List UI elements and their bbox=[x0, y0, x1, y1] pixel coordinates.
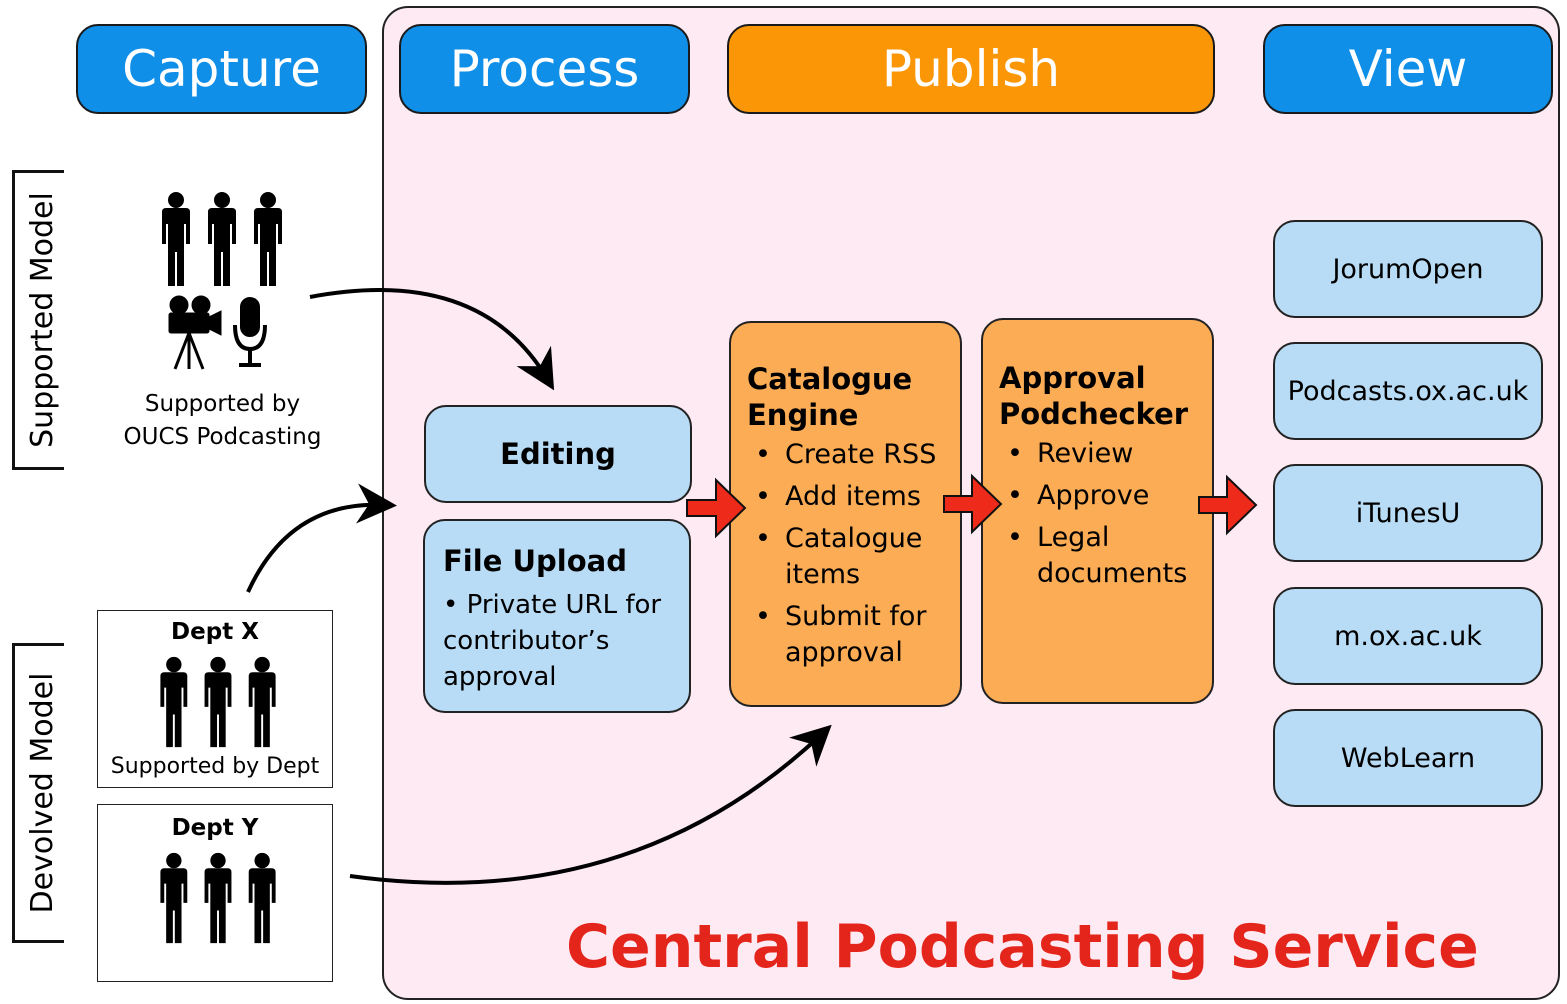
dept-x-caption: Supported by Dept bbox=[110, 754, 320, 779]
dept-y-box: Dept Y bbox=[97, 804, 333, 982]
approval-item: Legal documents bbox=[999, 520, 1202, 592]
dept-y-people-icon bbox=[160, 852, 276, 944]
approval-list: Review Approve Legal documents bbox=[999, 436, 1202, 592]
approval-title-line1: Approval bbox=[999, 361, 1146, 395]
devolved-model-bracket bbox=[12, 643, 64, 943]
editing-title: Editing bbox=[500, 437, 616, 471]
dept-x-title: Dept X bbox=[171, 619, 259, 645]
file-upload-title: File Upload bbox=[443, 544, 627, 578]
red-arrow-icon bbox=[686, 477, 747, 539]
catalogue-title-line1: Catalogue bbox=[747, 362, 913, 396]
supported-caption-line2: OUCS Podcasting bbox=[123, 424, 322, 450]
person-icon bbox=[208, 192, 236, 286]
editing-box: Editing bbox=[424, 405, 692, 503]
dept-x-people-icon bbox=[160, 656, 276, 748]
catalogue-title-line2: Engine bbox=[747, 398, 859, 432]
approval-item: Approve bbox=[999, 478, 1202, 514]
supported-model-bracket bbox=[12, 170, 64, 470]
catalogue-item: Create RSS bbox=[747, 437, 950, 473]
person-icon bbox=[254, 192, 282, 286]
approval-podchecker-box: Approval Podchecker Review Approve Legal… bbox=[981, 318, 1214, 704]
dept-x-box: Dept X Supported by Dept bbox=[97, 610, 333, 788]
curved-arrow-icon bbox=[246, 483, 397, 593]
file-upload-bullet: • Private URL for contributor’s approval bbox=[443, 590, 662, 692]
view-item-jorumopen: JorumOpen bbox=[1273, 220, 1543, 318]
view-item-podcasts: Podcasts.ox.ac.uk bbox=[1273, 342, 1543, 440]
header-view: View bbox=[1263, 24, 1553, 114]
approval-item: Review bbox=[999, 436, 1202, 472]
red-arrow-icon bbox=[1198, 474, 1258, 536]
video-camera-icon bbox=[168, 295, 222, 370]
people-group-icon bbox=[162, 192, 282, 286]
header-publish: Publish bbox=[727, 24, 1215, 114]
person-icon bbox=[162, 192, 190, 286]
view-item-mobile: m.ox.ac.uk bbox=[1273, 587, 1543, 685]
view-item-weblearn: WebLearn bbox=[1273, 709, 1543, 807]
approval-title-line2: Podchecker bbox=[999, 397, 1189, 431]
supported-caption-line1: Supported by bbox=[144, 391, 301, 417]
footer-title: Central Podcasting Service bbox=[566, 912, 1479, 982]
catalogue-item: Submit for approval bbox=[747, 599, 950, 671]
red-arrow-icon bbox=[943, 473, 1003, 535]
catalogue-list: Create RSS Add items Catalogue items Sub… bbox=[747, 437, 950, 671]
curved-arrow-icon bbox=[349, 724, 832, 885]
header-capture: Capture bbox=[76, 24, 367, 114]
file-upload-box: File Upload • Private URL for contributo… bbox=[423, 519, 691, 713]
view-item-itunesu: iTunesU bbox=[1273, 464, 1543, 562]
catalogue-item: Catalogue items bbox=[747, 521, 950, 593]
dept-y-title: Dept Y bbox=[171, 815, 259, 841]
microphone-icon bbox=[233, 297, 267, 367]
catalogue-item: Add items bbox=[747, 479, 950, 515]
curved-arrow-icon bbox=[309, 288, 555, 391]
header-process: Process bbox=[399, 24, 690, 114]
